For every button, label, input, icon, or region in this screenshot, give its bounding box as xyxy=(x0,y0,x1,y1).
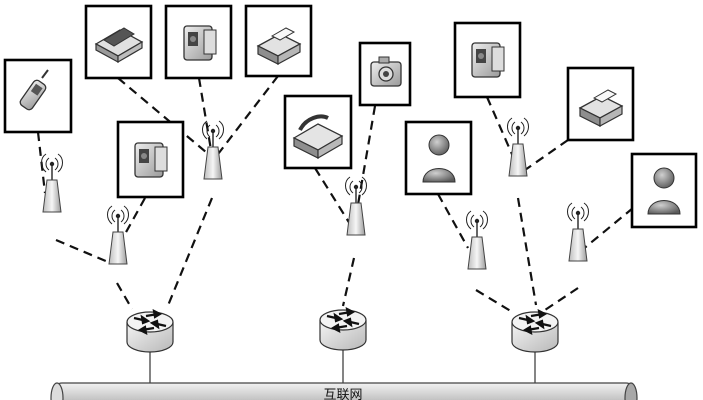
mobile-phone-icon xyxy=(19,69,49,111)
fax-machine-icon xyxy=(292,114,344,160)
wireless-access-point-icon xyxy=(106,205,130,265)
wireless-access-point-icon xyxy=(465,210,489,270)
wireless-access-point-icon xyxy=(344,176,368,236)
wireless-access-point-icon xyxy=(506,117,530,177)
user-icon xyxy=(647,167,681,215)
wireless-links xyxy=(36,75,634,314)
device-boxes xyxy=(3,4,698,229)
router-icon xyxy=(318,307,368,352)
camcorder-icon xyxy=(134,142,168,178)
printer-icon xyxy=(578,89,624,128)
device-box-camcorder xyxy=(164,4,233,80)
device-box-user xyxy=(630,152,698,229)
device-box-camera xyxy=(358,41,412,107)
camcorder-icon xyxy=(183,25,217,61)
device-box-phone xyxy=(3,58,73,134)
camera-icon xyxy=(370,56,402,87)
printer-icon xyxy=(256,27,302,66)
router-icon xyxy=(510,309,560,354)
backbone-label: 互联网 xyxy=(323,388,362,400)
device-box-fax xyxy=(283,94,353,170)
router-uplinks xyxy=(149,350,536,384)
router-icon xyxy=(125,309,175,354)
device-box-user xyxy=(404,120,473,196)
scanner-icon xyxy=(94,27,144,64)
routers xyxy=(125,307,560,354)
device-box-camcorder xyxy=(453,21,522,99)
device-box-printer xyxy=(566,66,635,142)
internet-backbone: 互联网 xyxy=(50,382,638,400)
user-icon xyxy=(422,134,456,183)
device-box-camcorder xyxy=(116,120,185,199)
camcorder-icon xyxy=(471,42,505,78)
device-box-printer xyxy=(244,4,313,78)
device-box-scanner xyxy=(84,4,153,80)
wireless-access-point-icon xyxy=(566,202,590,262)
